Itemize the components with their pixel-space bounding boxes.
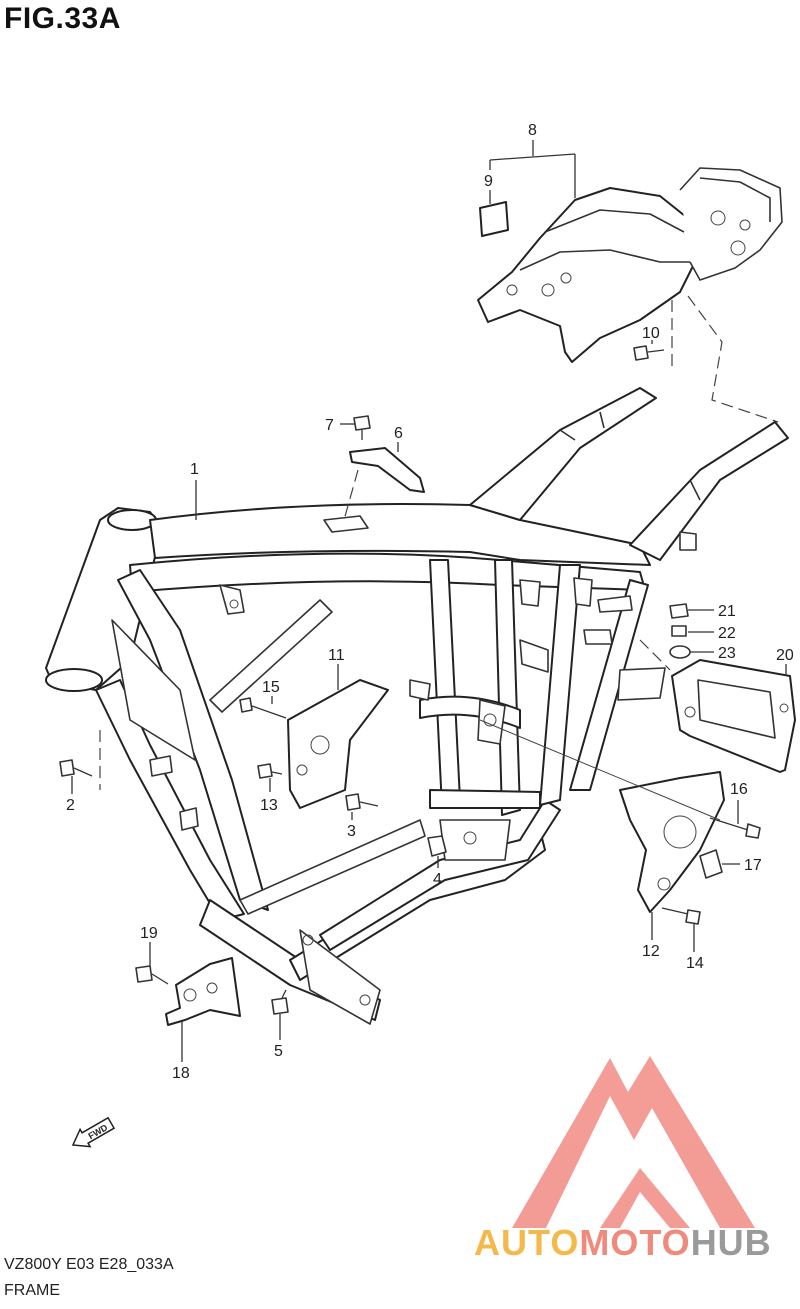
fender-bolt-part (633, 345, 665, 361)
side-cover-part (287, 679, 389, 809)
watermark-word-a: AUTO (474, 1222, 580, 1263)
callout-18: 18 (172, 1065, 190, 1082)
callout-1: 1 (190, 461, 199, 478)
callout-11: 11 (328, 647, 345, 664)
leader-lines (71, 140, 787, 1062)
callout-16: 16 (730, 781, 748, 798)
callout-8: 8 (528, 122, 537, 139)
callout-5: 5 (274, 1043, 283, 1060)
callout-21: 21 (718, 603, 736, 620)
callout-labels: 8 9 10 1 6 7 11 15 13 3 4 2 5 19 18 12 1… (66, 122, 794, 1082)
watermark-wordmark: AUTOMOTOHUB (474, 1222, 772, 1263)
callout-23: 23 (718, 645, 736, 662)
bolt-3-part (345, 793, 379, 811)
tank-bracket-part (349, 447, 425, 493)
callout-20: 20 (776, 647, 794, 664)
watermark-word-c: HUB (690, 1222, 772, 1263)
bolt-5-part (271, 989, 289, 1015)
figure-title: FIG.33A (4, 2, 121, 35)
callout-4: 4 (433, 871, 442, 888)
main-frame (45, 387, 789, 1025)
nut-21-part (669, 603, 689, 619)
model-code-label: VZ800Y E03 E28_033A (4, 1256, 174, 1273)
callout-12: 12 (642, 943, 660, 960)
bolt-15-part (239, 697, 287, 719)
footrest-bracket-part (165, 957, 241, 1026)
tank-bracket-bolt-part (353, 415, 371, 440)
callout-10: 10 (642, 325, 660, 342)
callout-3: 3 (347, 823, 356, 840)
engine-bracket-part (619, 771, 725, 913)
collar-22-part (671, 625, 687, 637)
rear-fender-assembly (477, 167, 783, 363)
forward-direction-arrow: FWD (71, 1116, 116, 1148)
callout-14: 14 (686, 955, 704, 972)
callout-7: 7 (325, 417, 334, 434)
bolt-2-part (59, 759, 93, 777)
callout-9: 9 (484, 173, 493, 190)
bolt-14-part (661, 907, 701, 925)
reflector-part (479, 201, 509, 237)
tray-bracket-part (671, 659, 796, 773)
nut-4-part (427, 835, 447, 857)
callout-6: 6 (394, 425, 403, 442)
section-name-label: FRAME (4, 1282, 60, 1299)
cushion-23-part (669, 645, 691, 659)
callout-2: 2 (66, 797, 75, 814)
watermark-word-b: MOTO (579, 1222, 691, 1263)
callout-17: 17 (744, 857, 762, 874)
bolt-19-part (135, 965, 169, 985)
callout-13: 13 (260, 797, 278, 814)
callout-22: 22 (718, 625, 736, 642)
callout-15: 15 (262, 679, 280, 696)
automotohub-logo-mark (512, 1056, 755, 1228)
washer-17-part (699, 849, 723, 879)
bolt-16-part (709, 817, 761, 839)
callout-19: 19 (140, 925, 158, 942)
bolt-13-part (257, 763, 283, 779)
